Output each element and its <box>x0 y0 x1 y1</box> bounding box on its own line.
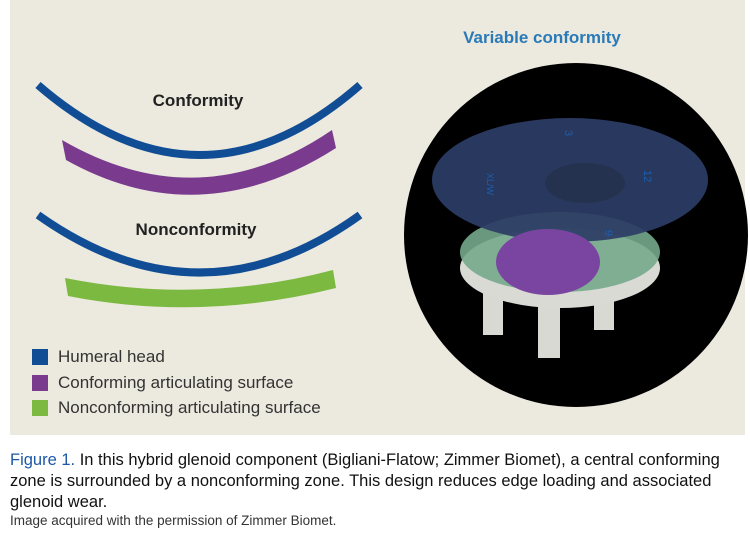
legend-label: Humeral head <box>58 347 165 366</box>
glenoid-component-image: 3 12 9 XL/W <box>404 63 748 407</box>
legend-label: Nonconforming articulating surface <box>58 398 321 417</box>
dial-mark-3: 3 <box>562 130 574 136</box>
dial-mark-12: 12 <box>641 170 653 182</box>
variable-conformity-title: Variable conformity <box>463 28 621 47</box>
dial-mark-9: 9 <box>602 230 614 236</box>
legend-swatch <box>32 375 48 391</box>
legend-swatch <box>32 400 48 416</box>
conformity-humeral-arc <box>35 81 363 159</box>
legend-label: Conforming articulating surface <box>58 373 294 392</box>
figure-caption: Figure 1. In this hybrid glenoid compone… <box>10 450 745 513</box>
caption-label: Figure 1. <box>10 451 76 469</box>
nonconformity-label: Nonconformity <box>136 220 257 239</box>
figure-illustration: Conformity Nonconformity Variable confor… <box>35 28 748 407</box>
legend-item-humeral-head: Humeral head <box>32 347 165 367</box>
legend-item-conforming: Conforming articulating surface <box>32 373 293 393</box>
legend-swatch <box>32 349 48 365</box>
conformity-conforming-surface <box>62 130 336 195</box>
image-credit: Image acquired with the permission of Zi… <box>10 513 337 528</box>
nonconformity-humeral-arc <box>35 211 363 277</box>
nonconformity-nonconforming-surface <box>65 270 336 308</box>
dial-mark-size: XL/W <box>485 173 495 196</box>
caption-text: In this hybrid glenoid component (Biglia… <box>10 451 720 511</box>
conformity-label: Conformity <box>153 91 244 110</box>
legend-item-nonconforming: Nonconforming articulating surface <box>32 398 321 418</box>
